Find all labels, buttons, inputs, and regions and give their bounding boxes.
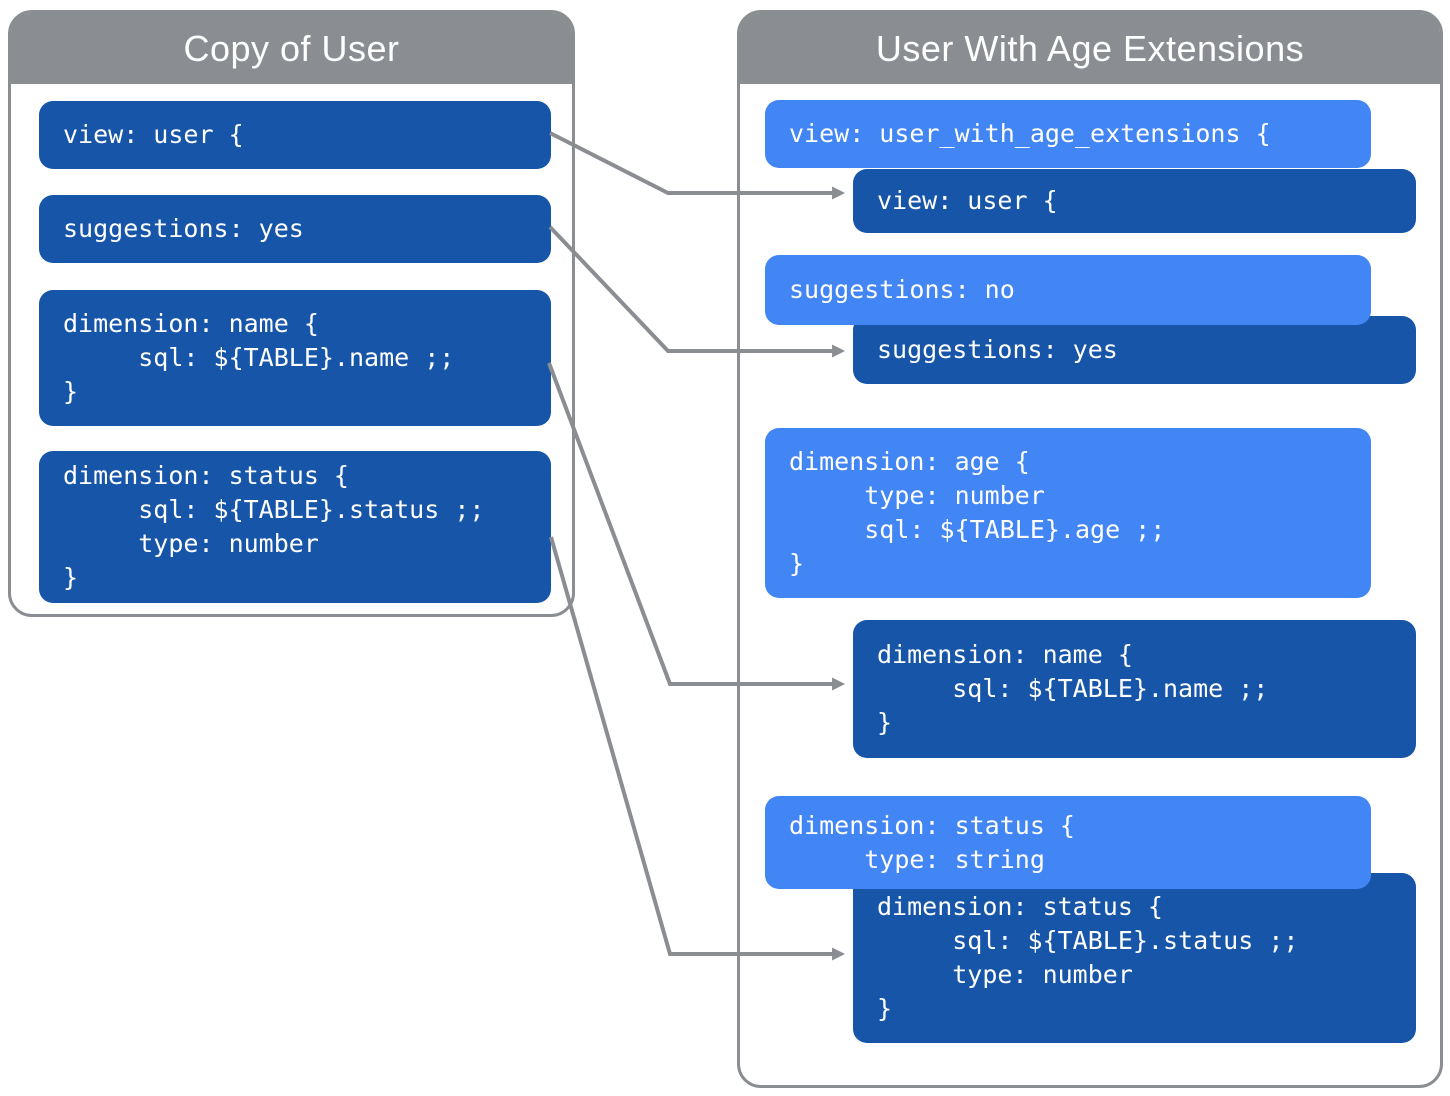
code-block-inherited-suggestions-yes: suggestions: yes	[853, 316, 1416, 384]
right-panel-header: User With Age Extensions	[740, 13, 1440, 84]
right-panel-title: User With Age Extensions	[875, 27, 1305, 69]
code-block-suggestions-no: suggestions: no	[765, 255, 1371, 325]
panel-user-with-age-extensions: User With Age Extensions view: user { vi…	[737, 10, 1443, 1088]
code-block-dimension-age: dimension: age { type: number sql: ${TAB…	[765, 428, 1371, 598]
panel-copy-of-user: Copy of User view: user { suggestions: y…	[8, 10, 575, 617]
left-panel-title: Copy of User	[183, 27, 400, 69]
code-block-inherited-dimension-name: dimension: name { sql: ${TABLE}.name ;; …	[853, 620, 1416, 758]
code-block-dimension-status: dimension: status { sql: ${TABLE}.status…	[39, 451, 551, 603]
code-block-inherited-dimension-status: dimension: status { sql: ${TABLE}.status…	[853, 873, 1416, 1043]
code-block-dimension-name: dimension: name { sql: ${TABLE}.name ;; …	[39, 290, 551, 426]
code-block-inherited-view-user: view: user {	[853, 169, 1416, 233]
code-block-suggestions-yes: suggestions: yes	[39, 195, 551, 263]
left-panel-header: Copy of User	[11, 13, 572, 84]
code-block-view-declaration: view: user_with_age_extensions {	[765, 100, 1371, 168]
code-block-view-user: view: user {	[39, 101, 551, 169]
code-block-dimension-status-override: dimension: status { type: string	[765, 796, 1371, 889]
